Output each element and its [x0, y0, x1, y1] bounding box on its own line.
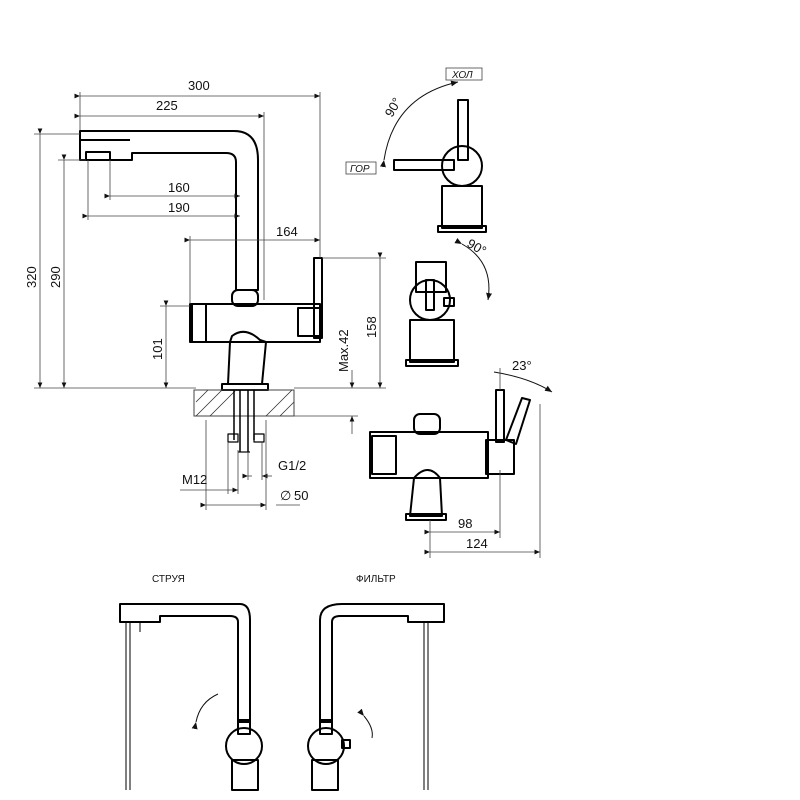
diameter-symbol: ∅: [280, 488, 291, 503]
dim-225: 225: [156, 98, 178, 113]
dim-190: 190: [168, 200, 190, 215]
dim-158: 158: [364, 316, 379, 338]
dim-160: 160: [168, 180, 190, 195]
dim-164: 164: [276, 224, 298, 239]
handle-rotation-view: 90° ХОЛ ГОР: [345, 67, 487, 233]
countertop: [193, 389, 295, 417]
angle-90-side: 90°: [465, 236, 490, 259]
lever: [313, 257, 323, 339]
filter-mode-view: ФИЛЬТР: [307, 574, 445, 791]
label-filter: ФИЛЬТР: [356, 574, 396, 585]
dim-98: 98: [458, 516, 472, 531]
angle-23: 23°: [512, 358, 532, 373]
side-view: 90°: [405, 236, 493, 367]
stream-mode-view: СТРУЯ: [119, 574, 263, 791]
dim-g12: G1/2: [278, 458, 306, 473]
dim-max42: Max.42: [336, 329, 351, 372]
dim-m12: M12: [182, 472, 207, 487]
dim-290: 290: [48, 266, 63, 288]
spout: [79, 130, 259, 291]
lower-front-view: 23° 98 124: [369, 358, 553, 558]
label-hot: ГОР: [350, 164, 370, 175]
dim-50: 50: [294, 488, 308, 503]
dim-300: 300: [188, 78, 210, 93]
dim-320: 320: [24, 266, 39, 288]
front-view: 300 225 160 190 164 320 290 101 Max.42 1…: [24, 78, 386, 510]
dimension-lines: [34, 92, 386, 510]
label-cold: ХОЛ: [451, 70, 473, 81]
dim-101: 101: [150, 338, 165, 360]
label-stream: СТРУЯ: [152, 574, 185, 585]
dim-124: 124: [466, 536, 488, 551]
hoses: [227, 390, 265, 453]
